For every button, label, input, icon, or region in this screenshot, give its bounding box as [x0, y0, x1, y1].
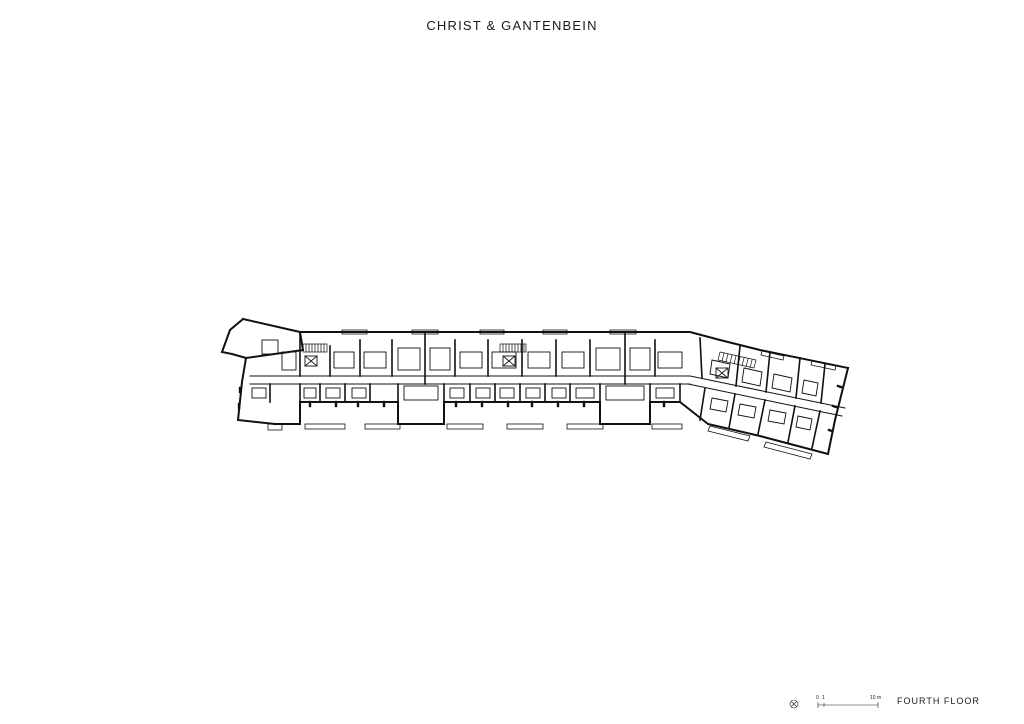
- outer-walls: [220, 317, 850, 456]
- scale-end: 10 m: [870, 695, 882, 701]
- scale-graphic: [789, 699, 879, 709]
- scale-bar: 0 1 10 m: [786, 693, 886, 713]
- interior-partitions: [251, 339, 819, 431]
- north-arrow-icon: [789, 699, 799, 709]
- facade-columns: [237, 384, 843, 433]
- drawing-title: CHRIST & GANTENBEIN: [426, 18, 598, 33]
- south-walls: [269, 383, 821, 449]
- scale-tick: 1: [822, 695, 825, 701]
- floor-label: FOURTH FLOOR: [897, 696, 980, 706]
- stairs: [302, 343, 757, 369]
- north-walls: [299, 331, 826, 404]
- elevators: [304, 355, 729, 379]
- balconies: [267, 329, 837, 460]
- scale-start: 0: [816, 695, 819, 701]
